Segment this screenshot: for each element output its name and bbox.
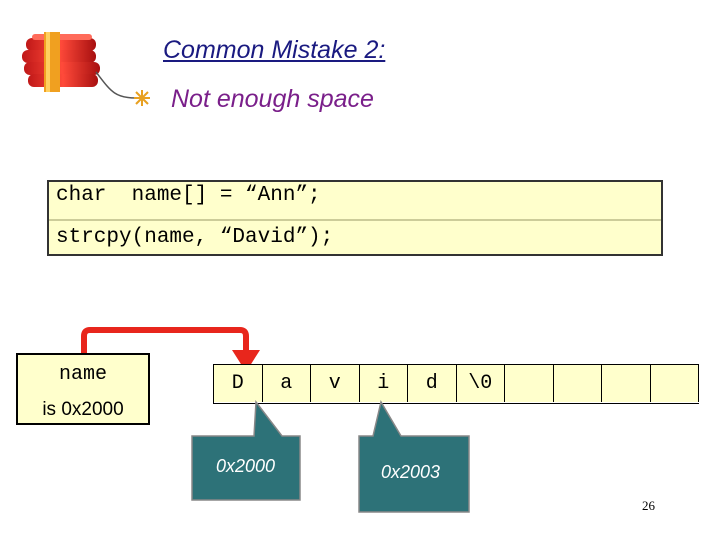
memory-cell (553, 365, 602, 402)
memory-cell: D (214, 365, 263, 402)
memory-cell: i (359, 365, 408, 402)
code-line-declaration: char name[] = “Ann”; (56, 184, 321, 207)
address-callout-2 (358, 400, 470, 513)
memory-cell: v (311, 365, 360, 402)
variable-name-label: name (58, 363, 107, 386)
code-divider (49, 219, 661, 221)
memory-cell (650, 365, 699, 402)
memory-cell (505, 365, 554, 402)
memory-array: D a v i d \0 (213, 364, 699, 404)
code-box: char name[] = “Ann”; strcpy(name, “David… (47, 180, 663, 256)
memory-cell: a (262, 365, 311, 402)
callout-address-text: 0x2000 (216, 456, 276, 476)
slide-subtitle: Not enough space (171, 85, 374, 113)
callout-address-text: 0x2003 (381, 462, 441, 482)
dynamite-icon (22, 32, 150, 106)
memory-cell: \0 (456, 365, 505, 402)
variable-address-label: is 0x2000 (42, 399, 124, 420)
memory-cell (602, 365, 651, 402)
pointer-arrow (81, 327, 260, 372)
code-line-strcpy: strcpy(name, “David”); (56, 226, 334, 249)
page-number: 26 (642, 498, 655, 513)
slide-title: Common Mistake 2: (163, 36, 386, 64)
memory-cell: d (408, 365, 457, 402)
name-variable-box: name is 0x2000 (16, 353, 150, 425)
address-callout-1 (191, 400, 301, 501)
